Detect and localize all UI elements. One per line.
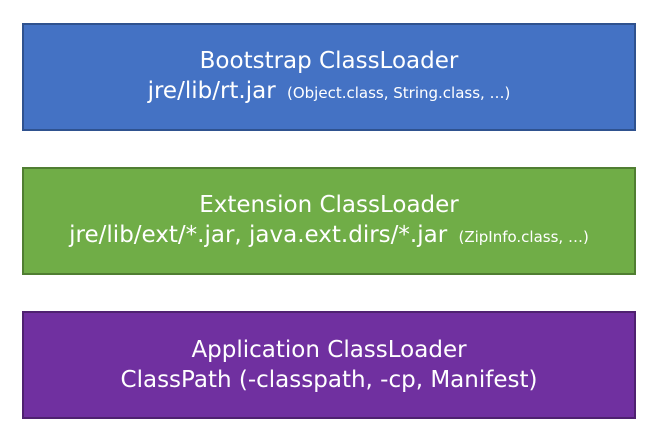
extension-classloader-note: (ZipInfo.class, …) bbox=[458, 228, 589, 246]
extension-classloader-path-line: jre/lib/ext/*.jar, java.ext.dirs/*.jar (… bbox=[69, 220, 589, 252]
application-classloader-box: Application ClassLoader ClassPath (-clas… bbox=[22, 311, 636, 419]
extension-classloader-path: jre/lib/ext/*.jar, java.ext.dirs/*.jar bbox=[69, 222, 448, 248]
application-classloader-path-line: ClassPath (-classpath, -cp, Manifest) bbox=[121, 365, 538, 395]
application-classloader-title: Application ClassLoader bbox=[191, 337, 467, 363]
bootstrap-classloader-path-line: jre/lib/rt.jar (Object.class, String.cla… bbox=[148, 76, 511, 108]
application-classloader-path: ClassPath (-classpath, -cp, Manifest) bbox=[120, 367, 538, 393]
extension-classloader-title: Extension ClassLoader bbox=[199, 192, 459, 218]
extension-classloader-box: Extension ClassLoader jre/lib/ext/*.jar,… bbox=[22, 167, 636, 275]
bootstrap-classloader-note: (Object.class, String.class, …) bbox=[287, 84, 511, 102]
bootstrap-classloader-title: Bootstrap ClassLoader bbox=[199, 48, 459, 74]
bootstrap-classloader-path: jre/lib/rt.jar bbox=[147, 78, 276, 104]
bootstrap-classloader-box: Bootstrap ClassLoader jre/lib/rt.jar (Ob… bbox=[22, 23, 636, 131]
